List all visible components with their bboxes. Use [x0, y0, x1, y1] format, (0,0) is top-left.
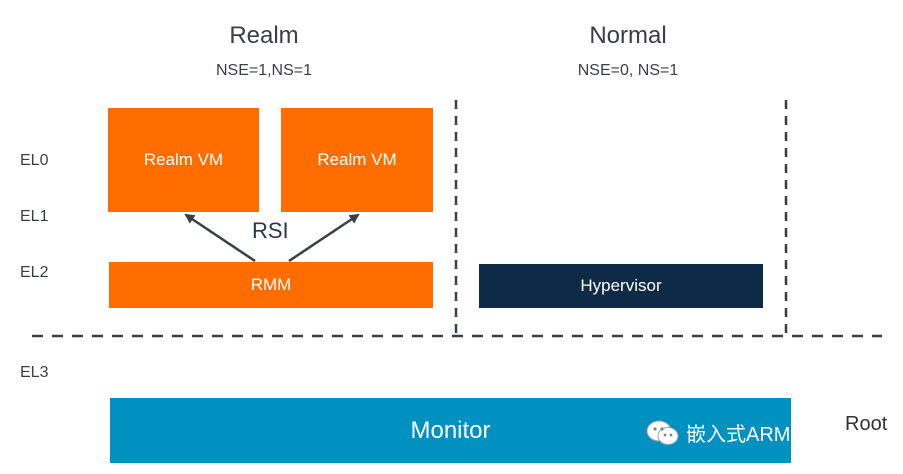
- realm-vm-1-label: Realm VM: [143, 150, 224, 169]
- el1-label: EL1: [20, 208, 49, 225]
- realm-subtitle: NSE=1,NS=1: [215, 62, 313, 79]
- monitor-label: Monitor: [410, 416, 491, 444]
- watermark: 嵌入式ARM和Linux: [646, 418, 858, 447]
- monitor-box: Monitor: [110, 398, 791, 463]
- hypervisor-box: Hypervisor: [479, 264, 763, 308]
- watermark-text: 嵌入式ARM和Linux: [686, 424, 859, 446]
- root-label: Root: [845, 413, 888, 435]
- normal-title: Normal: [589, 22, 667, 49]
- hypervisor-label: Hypervisor: [580, 276, 662, 295]
- realm-vm-box-1: Realm VM: [108, 108, 259, 212]
- el0-label: EL0: [20, 152, 49, 169]
- el3-label: EL3: [20, 364, 49, 381]
- rmm-box: RMM: [109, 262, 433, 308]
- realm-vm-box-2: Realm VM: [281, 108, 433, 212]
- realm-title: Realm: [229, 22, 299, 49]
- rsi-label: RSI: [252, 218, 289, 243]
- realm-vm-2-label: Realm VM: [317, 150, 397, 169]
- wechat-icon: [646, 420, 679, 445]
- el2-label: EL2: [20, 264, 49, 281]
- rsi-arrow-right: [288, 213, 360, 263]
- normal-subtitle: NSE=0, NS=1: [577, 62, 679, 79]
- rsi-arrow-left: [184, 213, 256, 263]
- rmm-label: RMM: [250, 275, 292, 294]
